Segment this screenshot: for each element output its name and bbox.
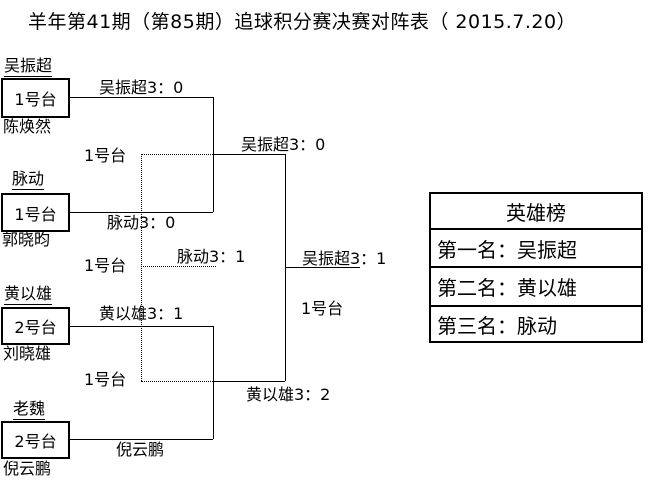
- player-name-winner: 脉动: [12, 169, 45, 190]
- match1-result-label: 吴振超3：0: [99, 78, 184, 97]
- player-name: 刘晓雄: [3, 344, 52, 363]
- match3-table-box: 2号台: [1, 307, 70, 345]
- standings-header: 英雄榜: [506, 200, 566, 225]
- third-place-result-label: 脉动3：1: [177, 247, 246, 266]
- player-name-winner: 老魏: [13, 399, 46, 420]
- dotted-line-third-out: [141, 266, 216, 267]
- standings-row-first: 第一名：吴振超: [431, 228, 641, 266]
- match4-table-box: 2号台: [1, 421, 70, 459]
- dotted-line-upper: [141, 154, 213, 155]
- player-name: 陈焕然: [3, 117, 52, 136]
- bracket-line-final-out: [285, 267, 360, 268]
- match1-table-box: 1号台: [1, 78, 70, 118]
- match-table-label: 1号台: [14, 204, 57, 224]
- match2-table-box: 1号台: [1, 193, 70, 232]
- page-title: 羊年第41期（第85期）追球积分赛决赛对阵表（ 2015.7.20）: [28, 11, 577, 33]
- semifinal2-result-label: 黄以雄3：2: [246, 385, 331, 404]
- match-table-label: 2号台: [14, 318, 57, 337]
- match-table-label: 2号台: [14, 432, 57, 451]
- standings-row-second: 第二名：黄以雄: [431, 266, 641, 305]
- player-name: 倪云鹏: [3, 459, 52, 478]
- match4-result-label: 倪云鹏: [116, 440, 165, 459]
- player-name: 郭晓昀: [2, 230, 51, 249]
- bracket-line-match1-out: [70, 97, 213, 98]
- player-name-winner: 黄以雄: [4, 284, 53, 305]
- bracket-line-match4-out: [70, 439, 213, 440]
- standings-row-third: 第三名：脉动: [431, 305, 641, 341]
- player-name-winner: 吴振超: [4, 56, 53, 77]
- semifinal2-table-label: 1号台: [84, 370, 127, 389]
- semifinal1-result-label: 吴振超3：0: [241, 135, 326, 154]
- semifinal1-table-label: 1号台: [84, 146, 127, 165]
- final-result-label: 吴振超3：1: [302, 249, 387, 268]
- bracket-line-sf1-out: [213, 154, 285, 155]
- match-table-label: 1号台: [14, 90, 57, 109]
- bracket-line-sf2-vertical: [213, 326, 214, 439]
- standings-table: 英雄榜 第一名：吴振超 第二名：黄以雄 第三名：脉动: [429, 192, 643, 343]
- dotted-line-vertical: [141, 154, 142, 381]
- bracket-line-sf2-out: [213, 381, 285, 382]
- final-table-label: 1号台: [301, 299, 344, 318]
- dotted-line-lower: [141, 381, 213, 382]
- third-place-table-label: 1号台: [84, 256, 127, 275]
